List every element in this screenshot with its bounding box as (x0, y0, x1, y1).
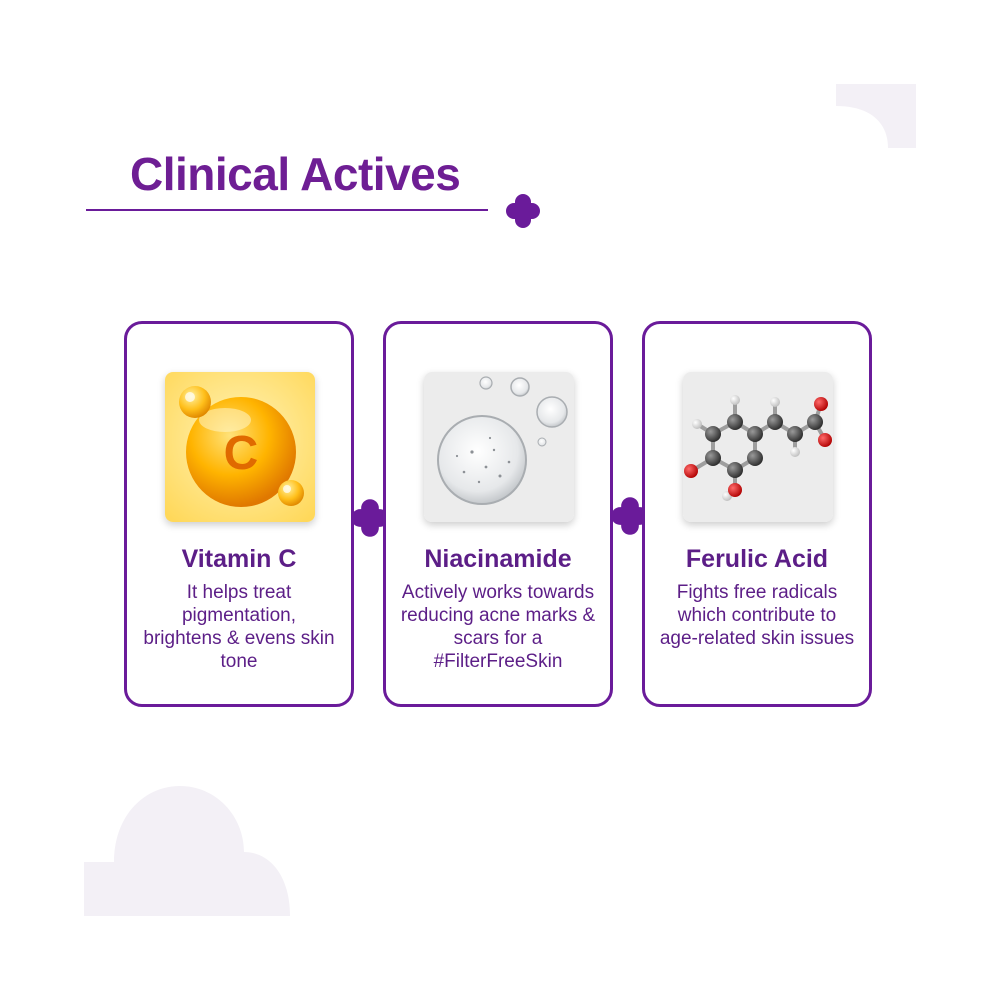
vitamin-c-orb-icon: C (165, 372, 315, 522)
card-ferulic-acid: Ferulic Acid Fights free radicals which … (642, 321, 872, 707)
plus-icon (611, 497, 649, 535)
plus-icon (351, 499, 389, 537)
card-description: Actively works towards reducing acne mar… (400, 582, 596, 672)
vitamin-c-letter: C (224, 427, 259, 480)
card-description: It helps treat pigmentation, brightens &… (143, 582, 335, 672)
page-title: Clinical Actives (130, 148, 461, 200)
card-title: Ferulic Acid (685, 545, 829, 573)
card-title: Vitamin C (181, 545, 297, 573)
molecule-structure-icon (683, 372, 833, 522)
plus-icon (506, 194, 540, 228)
card-vitamin-c: C Vitamin C It helps treat pigmentation,… (124, 321, 354, 707)
serum-droplets-icon (424, 372, 574, 522)
title-underline (86, 209, 488, 211)
decor-blob-top-right (836, 84, 916, 148)
card-title: Niacinamide (424, 545, 572, 573)
card-niacinamide: Niacinamide Actively works towards reduc… (383, 321, 613, 707)
decor-blob-bottom-left (84, 786, 290, 916)
card-description: Fights free radicals which contribute to… (659, 582, 855, 649)
